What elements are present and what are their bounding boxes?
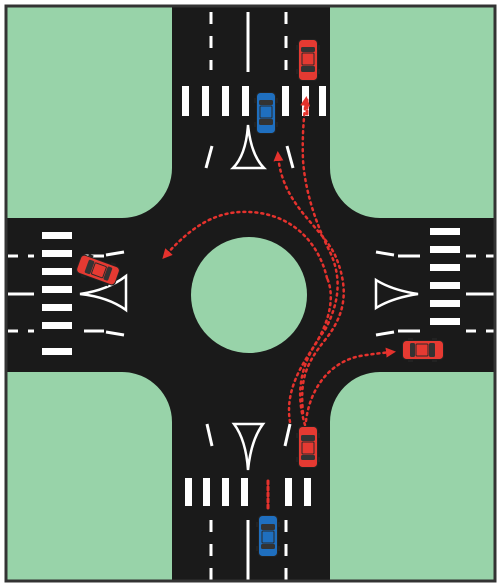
corner-fillet-se bbox=[330, 372, 380, 422]
south-blue-car bbox=[256, 515, 280, 557]
south-crosswalk bbox=[185, 478, 311, 506]
west-approach-markings bbox=[8, 232, 128, 355]
south-approach-markings bbox=[185, 422, 311, 581]
south-red-car-body bbox=[296, 426, 320, 468]
west-circulating-dash-bottom bbox=[105, 330, 125, 337]
north-red-car bbox=[296, 39, 320, 81]
east-red-car-body bbox=[402, 338, 444, 362]
path-left-lane-north bbox=[273, 151, 345, 415]
north-red-car-body bbox=[296, 39, 320, 81]
vehicle-paths bbox=[162, 96, 396, 510]
path-south-to-north bbox=[299, 96, 339, 427]
north-splitter-island bbox=[229, 124, 268, 170]
east-approach-markings bbox=[374, 228, 494, 337]
corner-fillet-ne bbox=[330, 168, 380, 218]
corner-fillet-nw bbox=[122, 168, 172, 218]
path-south-to-east bbox=[304, 347, 396, 423]
north-blue-car bbox=[254, 92, 278, 134]
north-lane-dash-right bbox=[285, 145, 295, 169]
west-crosswalk bbox=[42, 232, 72, 355]
west-red-car bbox=[75, 253, 121, 287]
north-approach-markings bbox=[182, 12, 326, 170]
west-red-car-body bbox=[75, 253, 121, 287]
south-red-car bbox=[296, 426, 320, 468]
central-island bbox=[191, 237, 307, 353]
east-crosswalk bbox=[430, 228, 460, 325]
south-splitter-island bbox=[231, 422, 266, 471]
south-blue-car-body bbox=[256, 515, 280, 557]
north-lane-dash-left bbox=[204, 145, 214, 169]
east-splitter-island bbox=[374, 277, 419, 311]
west-splitter-island bbox=[79, 273, 128, 313]
east-red-car bbox=[402, 338, 444, 362]
west-circulating-dash-top bbox=[105, 250, 125, 257]
east-circulating-dash-top bbox=[375, 250, 395, 257]
south-lane-dash-right bbox=[283, 423, 292, 447]
south-lane-dash-left bbox=[205, 423, 214, 447]
east-circulating-dash-bottom bbox=[375, 330, 395, 337]
path-south-to-west bbox=[162, 210, 329, 280]
diagram-frame bbox=[4, 4, 497, 583]
north-blue-car-body bbox=[254, 92, 278, 134]
corner-fillet-sw bbox=[122, 372, 172, 422]
path-south-to-west-lower bbox=[287, 276, 333, 424]
